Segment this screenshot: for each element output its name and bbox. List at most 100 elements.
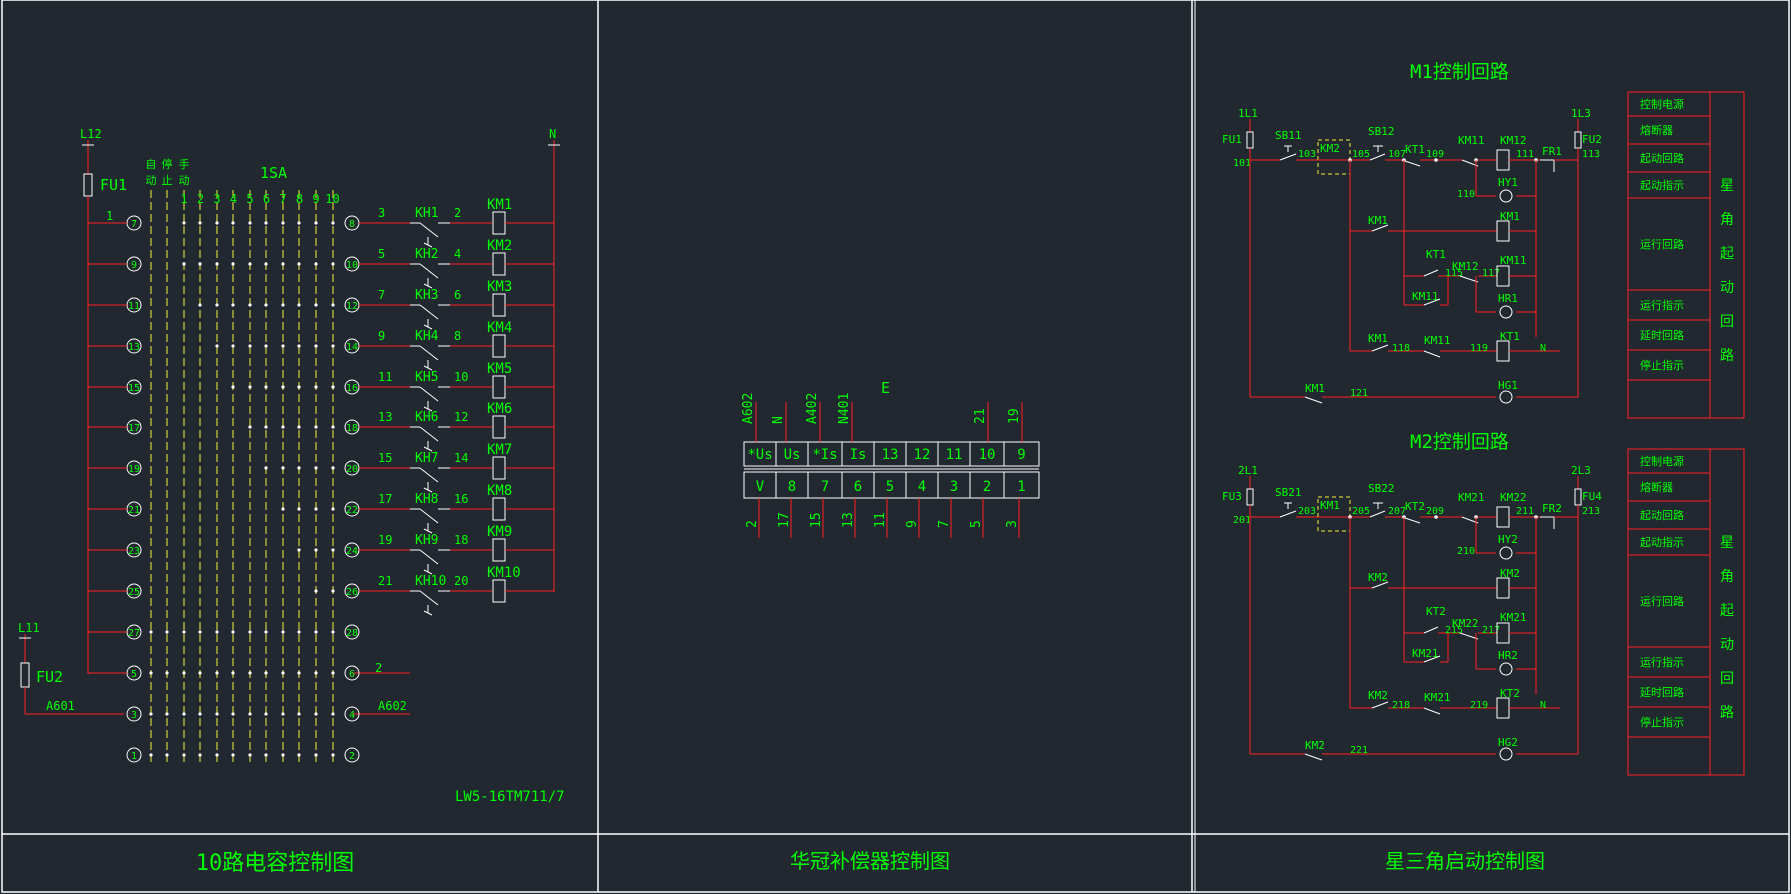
- contact-dot: [314, 671, 318, 675]
- km-contactor-label: KM4: [487, 320, 512, 336]
- left-terminal-number: 21: [128, 505, 140, 516]
- top-terminal-cell: 12: [914, 447, 931, 463]
- stop-button-label: SB11: [1275, 129, 1302, 142]
- top-wire-label: 21: [973, 408, 988, 424]
- contact-dot: [264, 671, 268, 675]
- main-contact-label: KM1: [1368, 332, 1388, 345]
- contact-dot: [182, 753, 186, 757]
- right-terminal-number: 18: [346, 423, 358, 434]
- left-terminal-number: 23: [128, 546, 140, 557]
- start-button-label: SB12: [1368, 125, 1395, 138]
- node-label: 115: [1445, 268, 1463, 279]
- right-terminal-number: 6: [349, 669, 355, 680]
- main-contact-label: KM2: [1368, 689, 1388, 702]
- contact-dot: [231, 344, 235, 348]
- left-terminal-number: 19: [128, 464, 140, 475]
- contact-dot: [264, 425, 268, 429]
- row-output-number: 4: [454, 247, 461, 261]
- contact-dot: [264, 466, 268, 470]
- top-wire-label: N: [771, 416, 786, 424]
- retain-contact-label: KM21: [1412, 647, 1439, 660]
- km-contactor-label: KM3: [487, 279, 512, 295]
- contact-dot: [264, 303, 268, 307]
- kh-relay-label: KH1: [415, 206, 438, 221]
- timer-coil-label: KT2: [1500, 687, 1520, 700]
- km-contactor-label: KM10: [487, 565, 521, 581]
- contact-dot: [248, 425, 252, 429]
- row-input-number: 13: [378, 410, 392, 424]
- legend-item: 熔断器: [1640, 123, 1673, 137]
- contact-dot: [165, 630, 169, 634]
- run-coil-label: KM21: [1500, 611, 1527, 624]
- contact-dot: [264, 262, 268, 266]
- side-label-char: 起: [1720, 603, 1734, 619]
- side-label-char: 动: [1720, 280, 1734, 296]
- model-label: LW5-16TM711/7: [455, 789, 565, 805]
- top-terminal-cell: *Is: [812, 447, 837, 463]
- contact-number-4: 4: [230, 192, 237, 206]
- wire2-label: 2: [375, 661, 382, 675]
- contact-dot: [281, 712, 285, 716]
- l11-label: L11: [18, 621, 40, 635]
- contact-dot: [264, 712, 268, 716]
- legend-item: 延时回路: [1640, 686, 1684, 699]
- contact-dot: [281, 630, 285, 634]
- coil: [1496, 220, 1510, 242]
- timer-contact-label: KT1: [1426, 248, 1446, 261]
- node-label: 103: [1298, 149, 1316, 160]
- contact-number-3: 3: [213, 192, 220, 206]
- node-label: 101: [1233, 158, 1251, 169]
- side-label-char: 起: [1720, 246, 1734, 262]
- contact-dot: [215, 712, 219, 716]
- contact-dot: [248, 303, 252, 307]
- timer-contact-label: KT1: [1405, 143, 1425, 156]
- legend-item: 熔断器: [1640, 480, 1673, 494]
- km-contactor-label: KM9: [487, 524, 512, 540]
- mode-label-2: 手: [179, 157, 190, 171]
- row-input-number: 9: [378, 329, 385, 343]
- bottom-wire-label: 5: [969, 520, 984, 528]
- contact-dot: [297, 671, 301, 675]
- contact-dot: [182, 630, 186, 634]
- start-indicator-lamp: [1499, 189, 1513, 203]
- contact-dot: [314, 753, 318, 757]
- node-label: 221: [1350, 745, 1368, 756]
- neutral-label: N: [1540, 343, 1546, 354]
- bottom-terminal-cell: V: [756, 479, 765, 495]
- contact-dot: [314, 466, 318, 470]
- contact-dot: [248, 753, 252, 757]
- kh-relay-label: KH9: [415, 533, 438, 548]
- phase-l3-label: 2L3: [1571, 464, 1591, 477]
- fu1-label: FU1: [100, 176, 127, 194]
- contact-dot: [215, 671, 219, 675]
- row-input-number: 3: [378, 206, 385, 220]
- contact-dot: [297, 385, 301, 389]
- contact-dot: [331, 753, 335, 757]
- top-wire-label: 19: [1007, 408, 1022, 424]
- fu2-fuse: [20, 662, 30, 688]
- left-terminal-number: 9: [131, 260, 137, 271]
- panel3-title: 星三角启动控制图: [1385, 849, 1545, 873]
- run-indicator-lamp: [1499, 305, 1513, 319]
- left-terminal-number: 25: [128, 587, 140, 598]
- kh-relay-label: KH7: [415, 451, 438, 466]
- bottom-wire-label: 17: [777, 512, 792, 528]
- interlock-label: KM22: [1452, 617, 1479, 630]
- mode-sub-2: 动: [179, 174, 190, 187]
- contact-dot: [297, 630, 301, 634]
- contact-dot: [314, 344, 318, 348]
- right-terminal-number: 4: [349, 710, 355, 721]
- node-label: 107: [1388, 149, 1406, 160]
- row-input-number: 11: [378, 370, 392, 384]
- contact-dot: [264, 753, 268, 757]
- stop-indicator-lamp: [1499, 390, 1513, 404]
- start-button-label: SB22: [1368, 482, 1395, 495]
- coil: [1496, 697, 1510, 719]
- legend-item: 延时回路: [1640, 329, 1684, 342]
- kh-relay-label: KH5: [415, 370, 438, 385]
- contact-dot: [297, 303, 301, 307]
- a601-label: A601: [46, 699, 75, 713]
- row-output-number: 16: [454, 492, 468, 506]
- contact-number-2: 2: [197, 192, 204, 206]
